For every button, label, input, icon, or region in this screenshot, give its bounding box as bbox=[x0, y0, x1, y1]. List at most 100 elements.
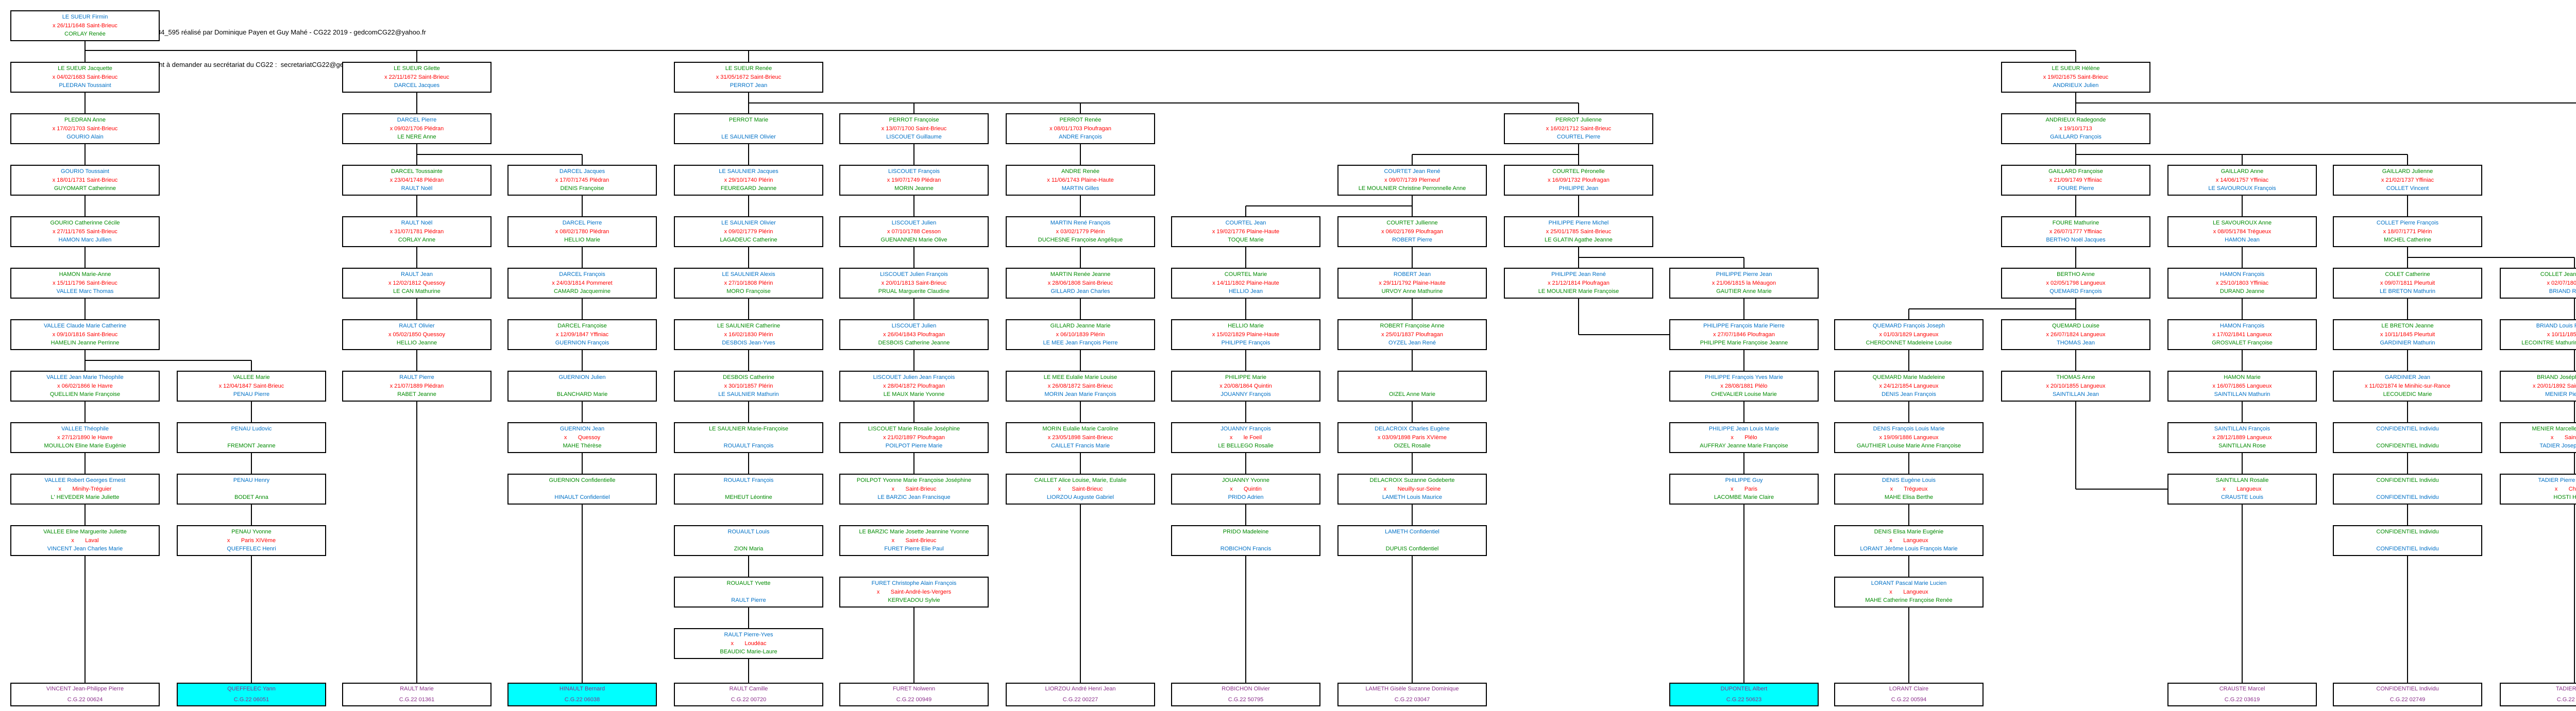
person-box[interactable]: POILPOT Yvonne Marie Françoise Joséphine… bbox=[839, 474, 989, 505]
person-box[interactable]: MENIER Marcelle Marie Gabriellex Saint-L… bbox=[2500, 422, 2576, 453]
